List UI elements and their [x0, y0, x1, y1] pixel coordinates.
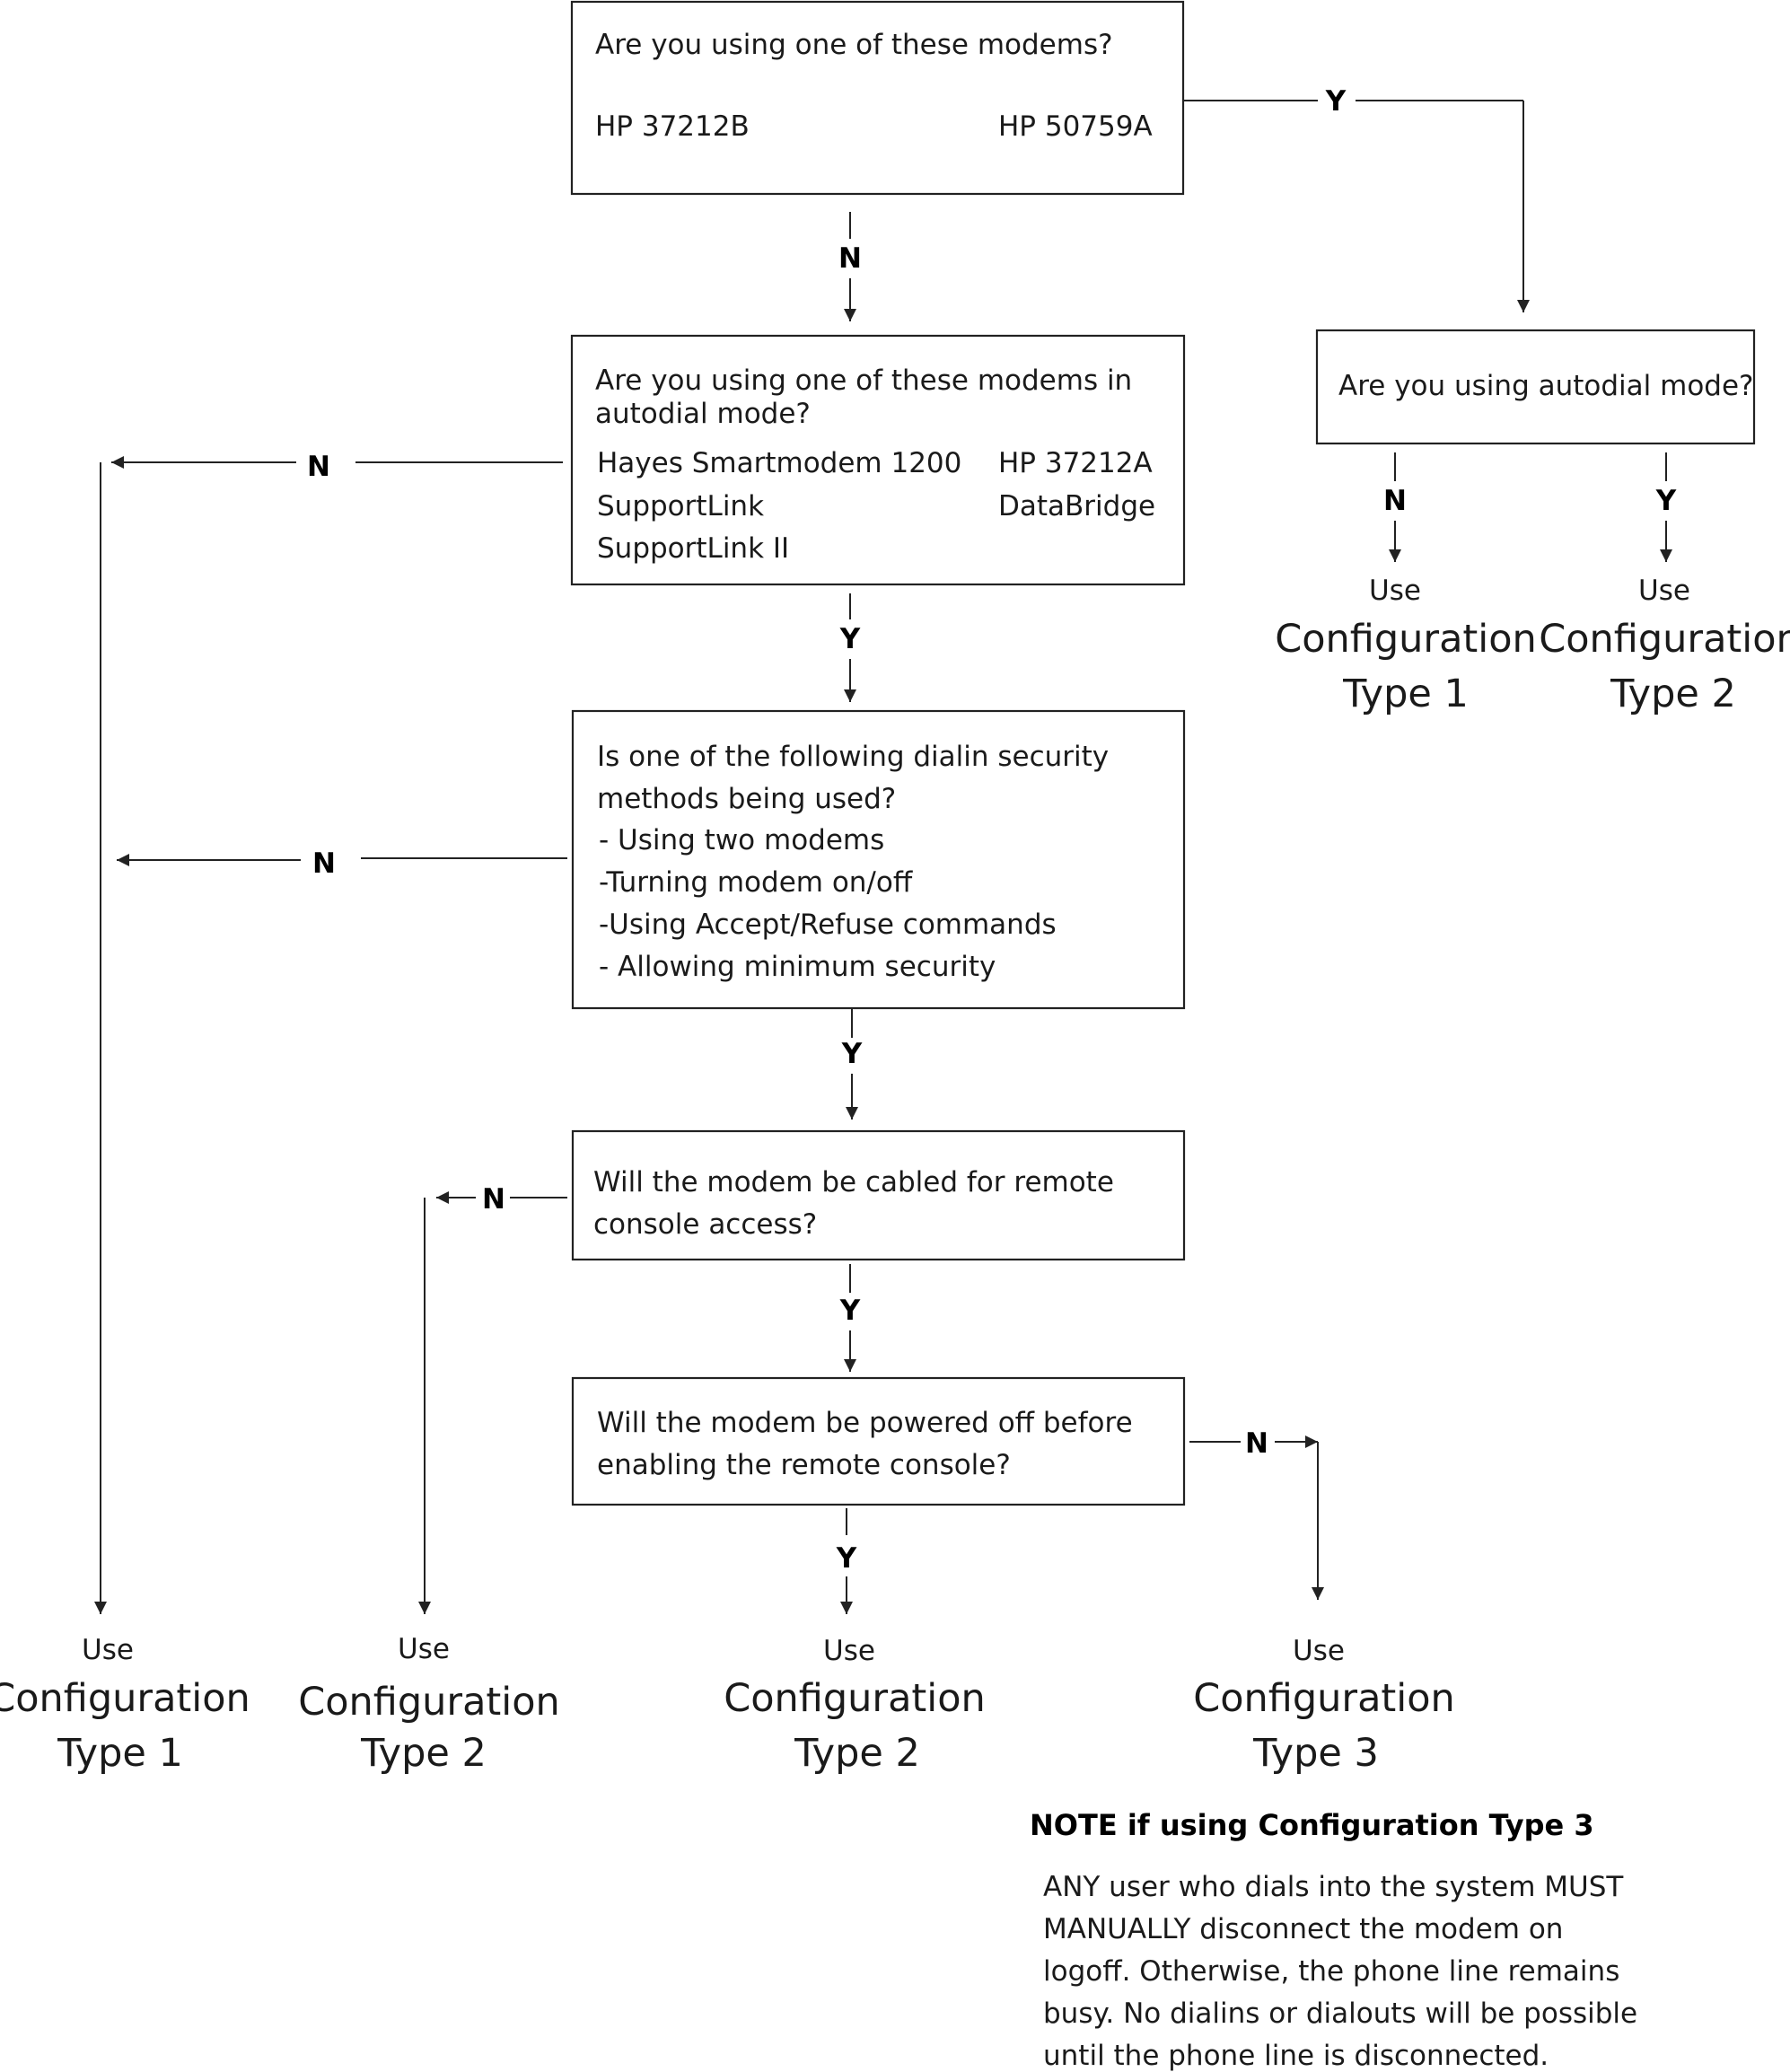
q1-no-label: N	[838, 242, 862, 275]
outcome-tr1-config: Configuration	[1275, 617, 1537, 662]
q2-modem-left-1: Hayes Smartmodem 1200	[597, 447, 961, 479]
q3-line2: methods being used?	[597, 783, 896, 815]
q2-modem-left-3: SupportLink II	[597, 532, 789, 565]
outcome-b4-config: Configuration	[1193, 1676, 1455, 1721]
q4-line1: Will the modem be cabled for remote	[593, 1166, 1114, 1198]
q2-box	[570, 334, 1186, 586]
q3-box	[571, 709, 1186, 1010]
note-line-2: MANUALLY disconnect the modem on	[1043, 1913, 1563, 1945]
outcome-tr2-type: Type 2	[1610, 672, 1736, 716]
q2-no-label: N	[307, 451, 330, 483]
outcome-b3-config: Configuration	[724, 1676, 986, 1721]
outcome-b2-config: Configuration	[298, 1680, 560, 1725]
note-line-3: logoff. Otherwise, the phone line remain…	[1043, 1955, 1619, 1988]
q1-modem-right: HP 50759A	[998, 110, 1153, 143]
q4-line2: console access?	[593, 1208, 817, 1241]
q3-yes-label: Y	[841, 1038, 863, 1070]
outcome-b3-type: Type 2	[794, 1731, 920, 1776]
note-line-1: ANY user who dials into the system MUST	[1043, 1871, 1624, 1903]
q5-line1: Will the modem be powered off before	[597, 1407, 1133, 1439]
q1-box	[570, 0, 1185, 196]
note-line-5: until the phone line is disconnected.	[1043, 2040, 1549, 2072]
q1-question: Are you using one of these modems?	[595, 29, 1113, 61]
q5-box	[571, 1376, 1186, 1506]
q3-method-3: -Using Accept/Refuse commands	[599, 909, 1057, 941]
q2-yes-label: Y	[839, 623, 861, 655]
q5-yes-label: Y	[836, 1542, 857, 1575]
outcome-tr2-use: Use	[1638, 575, 1690, 607]
q4-yes-label: Y	[839, 1295, 861, 1327]
q3-line1: Is one of the following dialin security	[597, 741, 1109, 773]
outcome-b4-type: Type 3	[1252, 1731, 1379, 1776]
outcome-b2-use: Use	[398, 1633, 450, 1665]
outcome-b4-use: Use	[1293, 1635, 1345, 1667]
q2-modem-right-2: DataBridge	[998, 490, 1155, 522]
q3-no-label: N	[312, 847, 336, 880]
note-line-4: busy. No dialins or dialouts will be pos…	[1043, 1997, 1637, 2030]
autodial-no-label: N	[1383, 485, 1407, 517]
q2-modem-left-2: SupportLink	[597, 490, 764, 522]
q2-line2: autodial mode?	[595, 398, 811, 430]
q1-modem-left: HP 37212B	[595, 110, 750, 143]
q3-method-1: - Using two modems	[599, 824, 884, 856]
autodial-box	[1315, 329, 1756, 445]
q2-line1: Are you using one of these modems in	[595, 364, 1132, 397]
q4-box	[571, 1129, 1186, 1261]
autodial-yes-label: Y	[1655, 485, 1677, 517]
outcome-tr1-type: Type 1	[1342, 672, 1469, 716]
q4-no-label: N	[482, 1183, 505, 1216]
q2-modem-right-1: HP 37212A	[998, 447, 1153, 479]
autodial-question: Are you using autodial mode?	[1338, 370, 1754, 402]
outcome-tr1-use: Use	[1369, 575, 1421, 607]
outcome-tr2-config: Configuration	[1539, 617, 1790, 662]
outcome-b3-use: Use	[823, 1635, 875, 1667]
q1-yes-label: Y	[1325, 85, 1347, 118]
outcome-b2-type: Type 2	[360, 1731, 487, 1776]
q3-method-2: -Turning modem on/off	[599, 866, 913, 899]
q3-method-4: - Allowing minimum security	[599, 951, 996, 983]
outcome-b1-config: Configuration	[0, 1676, 250, 1721]
q5-no-label: N	[1245, 1427, 1268, 1460]
outcome-b1-use: Use	[82, 1634, 134, 1666]
outcome-b1-type: Type 1	[57, 1731, 183, 1776]
note-heading: NOTE if using Configuration Type 3	[1030, 1808, 1594, 1842]
q5-line2: enabling the remote console?	[597, 1449, 1011, 1481]
